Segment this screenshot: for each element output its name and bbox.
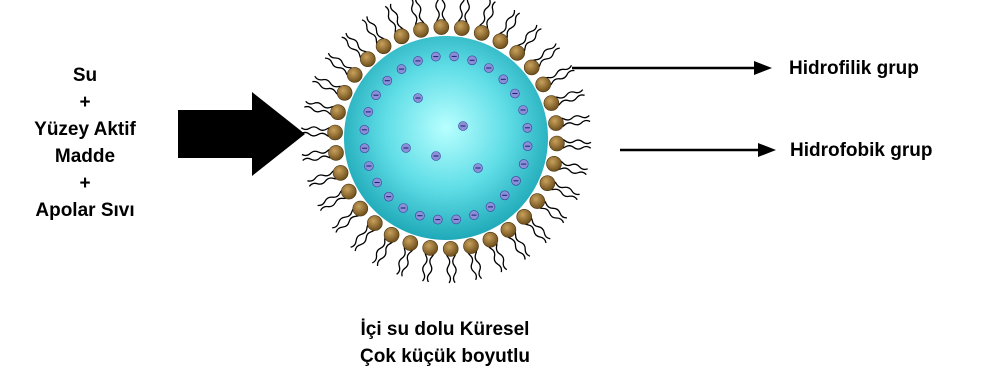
- surfactant-head: [384, 227, 399, 242]
- process-arrow: [178, 92, 305, 176]
- water-molecule: [523, 123, 532, 132]
- water-molecule: [397, 65, 406, 74]
- water-molecule: [452, 215, 461, 224]
- water-molecule: [431, 52, 440, 61]
- water-molecule: [500, 191, 509, 200]
- water-molecule: [519, 160, 528, 169]
- surfactant-head: [544, 96, 559, 111]
- water-molecule: [459, 122, 468, 131]
- surfactant-head: [517, 209, 532, 224]
- surfactant-head: [347, 67, 362, 82]
- surfactant-head: [333, 165, 348, 180]
- surfactant-head: [483, 232, 498, 247]
- water-molecule: [474, 164, 483, 173]
- water-molecule: [433, 215, 442, 224]
- surfactant-head: [501, 222, 516, 237]
- water-molecule: [510, 89, 519, 98]
- surfactant-head: [524, 60, 539, 75]
- water-molecule: [484, 64, 493, 73]
- water-molecule: [364, 107, 373, 116]
- surfactant-head: [328, 125, 343, 140]
- surfactant-head: [443, 241, 458, 256]
- water-molecule: [415, 211, 424, 220]
- hydrophobic-pointer-arrow: [620, 143, 776, 157]
- water-molecule: [360, 144, 369, 153]
- surfactant-head: [510, 45, 525, 60]
- water-molecule: [512, 176, 521, 185]
- hydrophilic-pointer-arrow: [572, 61, 772, 75]
- water-molecule: [372, 91, 381, 100]
- surfactant-head: [493, 34, 508, 49]
- water-core: [344, 36, 548, 240]
- surfactant-head: [329, 145, 344, 160]
- water-molecule: [523, 142, 532, 151]
- surfactant-head: [464, 239, 479, 254]
- water-molecule: [360, 125, 369, 134]
- surfactant-head: [454, 21, 469, 36]
- surfactant-head: [337, 85, 352, 100]
- water-molecule: [414, 56, 423, 65]
- surfactant-head: [549, 136, 564, 151]
- water-molecule: [414, 94, 423, 103]
- water-molecule: [399, 204, 408, 213]
- surfactant-head: [434, 20, 449, 35]
- surfactant-head: [547, 156, 562, 171]
- surfactant-head: [353, 201, 368, 216]
- water-molecule: [450, 52, 459, 61]
- water-molecule: [364, 162, 373, 171]
- surfactant-head: [540, 176, 555, 191]
- water-molecule: [384, 192, 393, 201]
- surfactant-head: [536, 77, 551, 92]
- surfactant-head: [394, 29, 409, 44]
- surfactant-head: [367, 216, 382, 231]
- micelle-caption: İçi su dolu Küresel Çok küçük boyutlu: [320, 316, 570, 370]
- surfactant-head: [530, 194, 545, 209]
- water-molecule: [519, 106, 528, 115]
- caption-line-2: Çok küçük boyutlu: [320, 343, 570, 370]
- surfactant-head: [414, 22, 429, 37]
- surfactant-head: [423, 240, 438, 255]
- surfactant-head: [403, 236, 418, 251]
- water-molecule: [373, 178, 382, 187]
- surfactant-head: [549, 116, 564, 131]
- caption-line-1: İçi su dolu Küresel: [320, 316, 570, 343]
- surfactant-head: [474, 25, 489, 40]
- hydrophobic-label: Hidrofobik grup: [790, 140, 932, 162]
- water-molecule: [470, 211, 479, 220]
- surfactant-head: [360, 52, 375, 67]
- water-molecule: [499, 75, 508, 84]
- surfactant-head: [341, 184, 356, 199]
- water-molecule: [402, 144, 411, 153]
- surfactant-head: [331, 105, 346, 120]
- water-molecule: [468, 56, 477, 65]
- surfactant-head: [376, 39, 391, 54]
- hydrophilic-label: Hidrofilik grup: [789, 58, 919, 80]
- water-molecule: [486, 202, 495, 211]
- water-molecule: [432, 152, 441, 161]
- water-molecule: [383, 76, 392, 85]
